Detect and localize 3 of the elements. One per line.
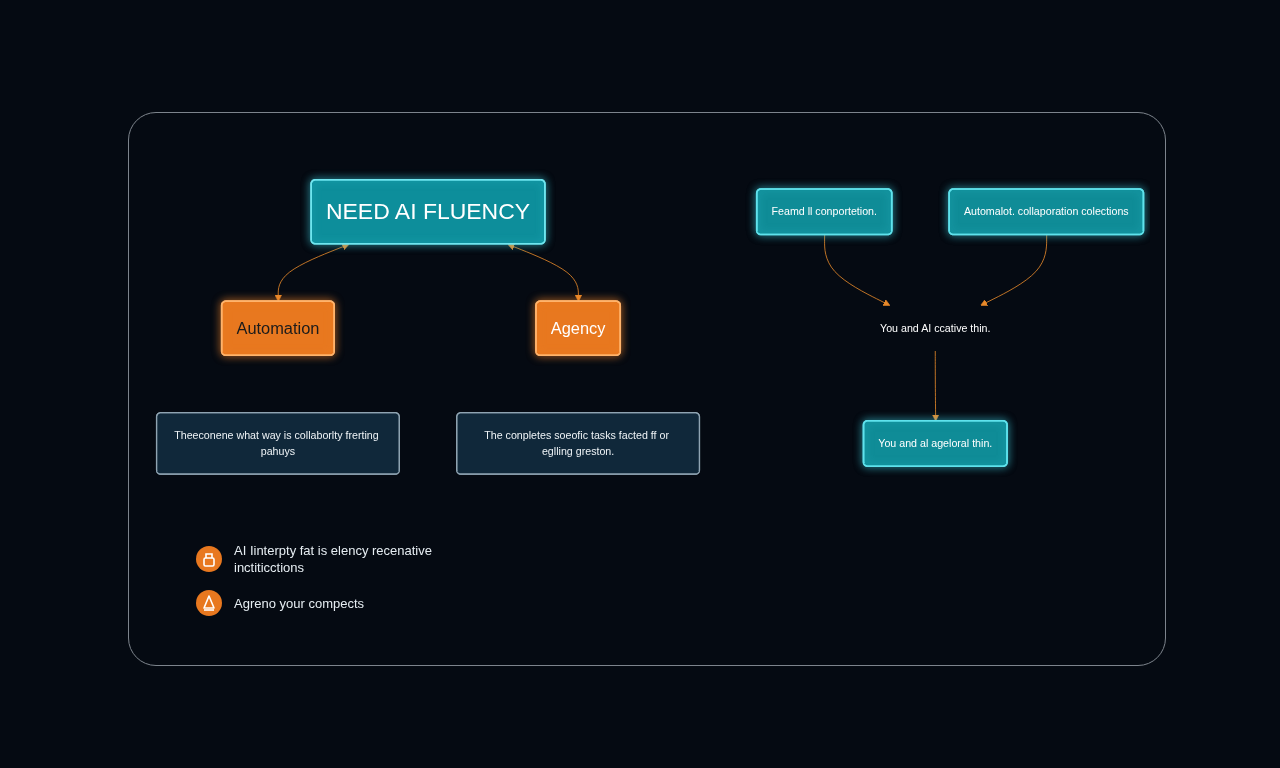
list-item-text: AI Iinterpty fat is elency recenative inctiticctions — [234, 542, 433, 576]
node-text: You and AI ccative thin. — [880, 321, 991, 335]
list-item-text: Agreno your compects — [234, 594, 365, 612]
